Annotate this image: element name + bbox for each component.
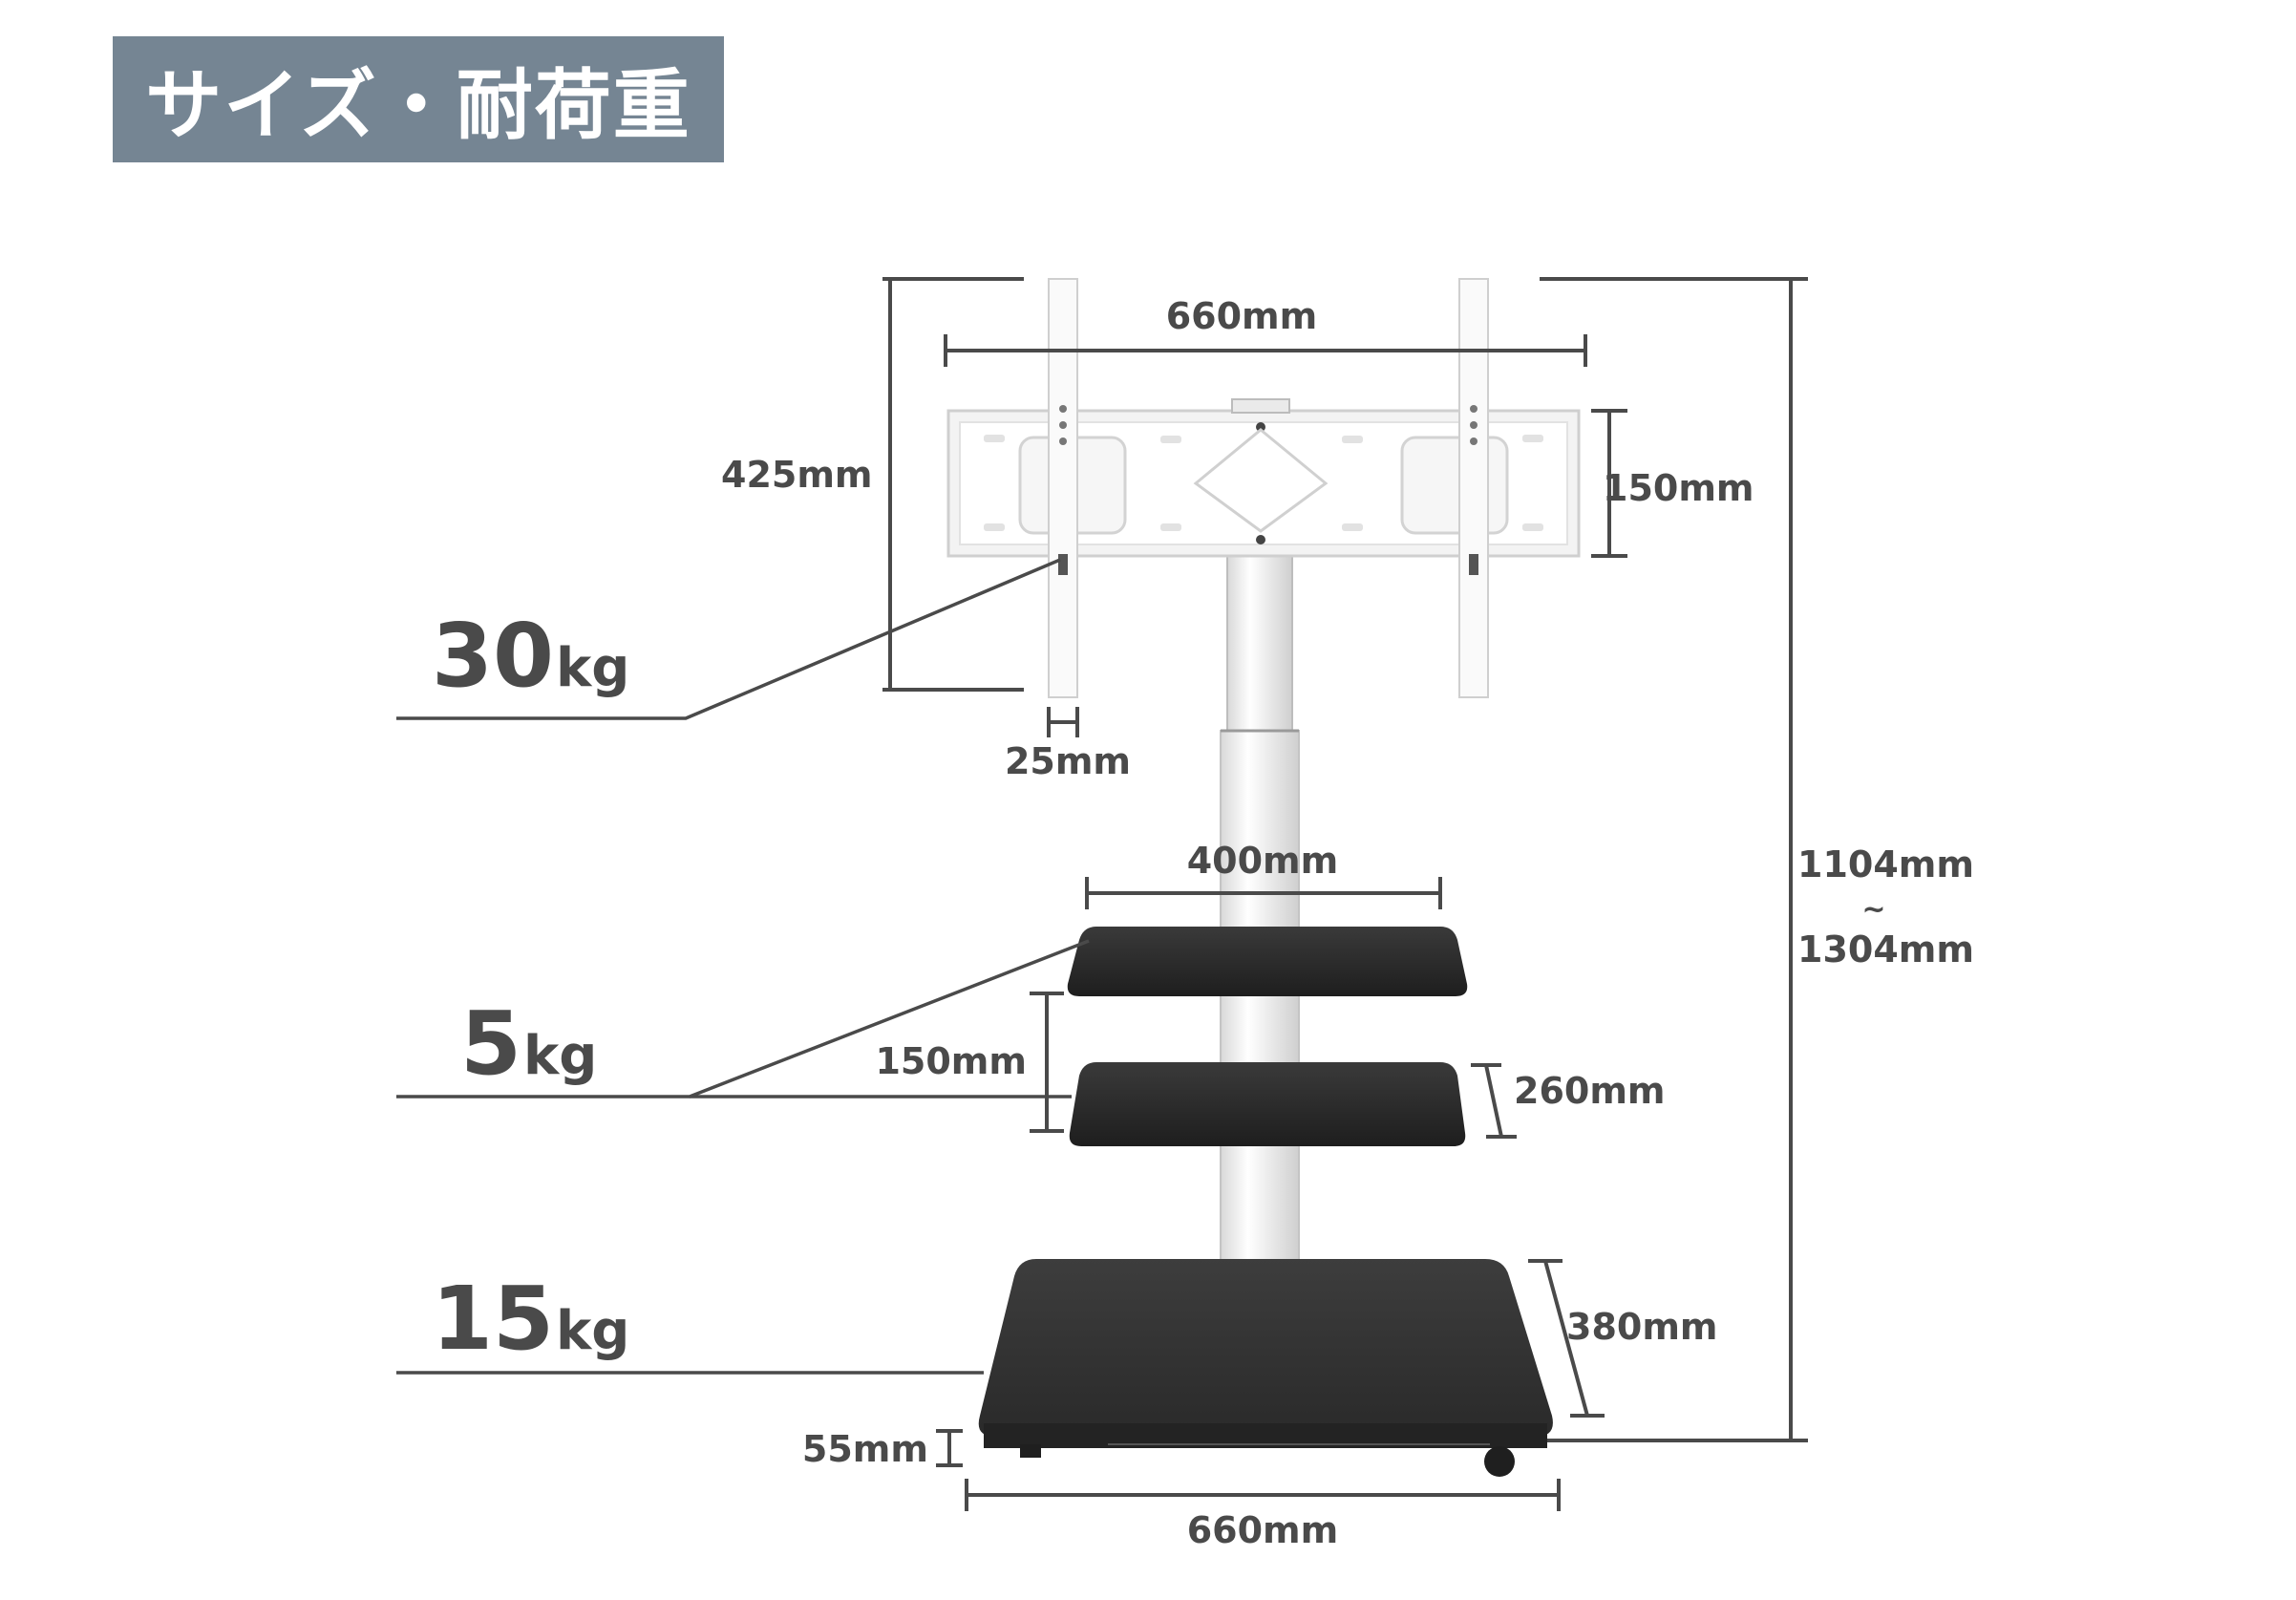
shelf-lower — [1069, 1062, 1466, 1146]
label-total-height-sep: ~ — [1861, 893, 1885, 927]
label-shelf-depth: 260mm — [1514, 1070, 1666, 1112]
label-shelf-width: 400mm — [1187, 840, 1339, 882]
base-plate — [978, 1259, 1553, 1437]
tv-arm-left — [1048, 278, 1078, 698]
label-base-depth: 380mm — [1566, 1306, 1718, 1348]
load-leaders — [396, 558, 1090, 1375]
caster-front-left — [1020, 1444, 1041, 1458]
load-15kg: 15kg — [432, 1268, 629, 1370]
label-shelf-gap: 150mm — [875, 1040, 1027, 1082]
label-total-height-max: 1304mm — [1797, 928, 1974, 971]
stand-illustration — [946, 278, 1581, 1477]
label-mount-height: 425mm — [721, 454, 873, 496]
page-title: サイズ・耐荷重 — [113, 36, 724, 162]
shelf-upper — [1067, 927, 1468, 996]
leader-30kg — [396, 558, 1061, 720]
load-labels: 30kg 5kg 15kg — [432, 605, 629, 1370]
label-total-height-min: 1104mm — [1797, 843, 1974, 885]
pole-lower — [1220, 730, 1300, 1281]
page-title-text: サイズ・耐荷重 — [145, 61, 691, 150]
pole-upper — [1226, 548, 1293, 732]
load-5kg: 5kg — [460, 992, 597, 1095]
dimension-lines — [882, 277, 1808, 1511]
caster-right — [1484, 1446, 1515, 1477]
tv-arm-right — [1458, 278, 1489, 698]
label-bracket-height: 150mm — [1603, 467, 1754, 509]
label-base-width: 660mm — [1187, 1509, 1339, 1551]
label-arm-width: 25mm — [1005, 740, 1131, 782]
label-base-height: 55mm — [802, 1428, 928, 1470]
label-mount-width: 660mm — [1166, 295, 1318, 337]
load-30kg: 30kg — [432, 605, 629, 707]
dimension-labels: 660mm 425mm 150mm 25mm 400mm 150mm 260mm… — [721, 295, 1974, 1551]
